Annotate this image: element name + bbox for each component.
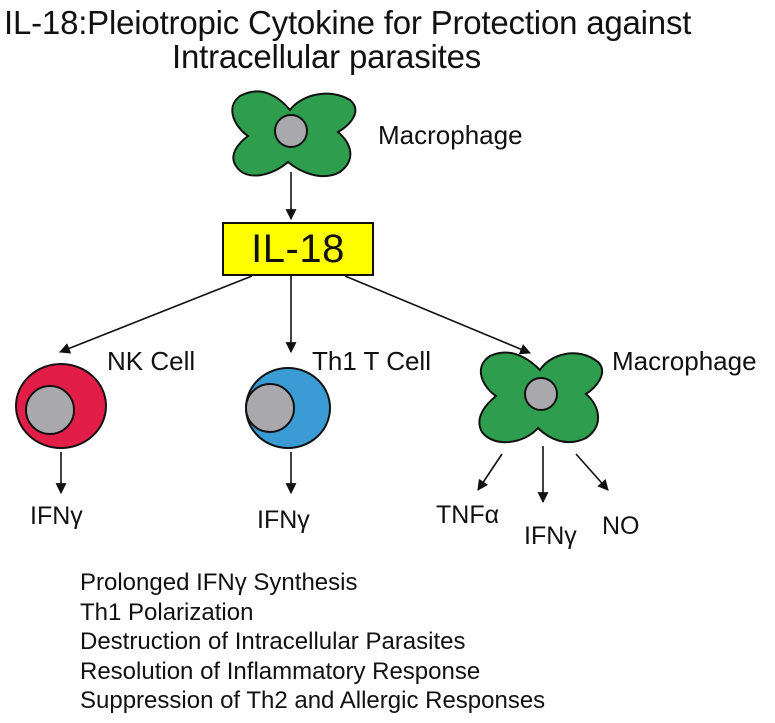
target-macrophage-nucleus (524, 377, 558, 411)
effect-item: Destruction of Intracellular Parasites (80, 628, 466, 655)
nk-cell-label: NK Cell (107, 346, 196, 376)
source-macrophage-label: Macrophage (378, 120, 523, 150)
diagram-title-line1: IL-18:Pleiotropic Cytokine for Protectio… (4, 4, 692, 41)
effect-item: Prolonged IFNγ Synthesis (80, 569, 358, 596)
nk-output-ifng: IFNγ (30, 502, 83, 530)
source-macrophage-cell (231, 90, 357, 178)
macrophage-output-tnfa: TNFα (436, 501, 500, 529)
effect-item: Suppression of Th2 and Allergic Response… (80, 687, 546, 714)
arrow-il18-to-nk (58, 275, 253, 354)
effect-item: Resolution of Inflammatory Response (80, 657, 481, 685)
th1-cell (245, 367, 331, 449)
target-macrophage-label: Macrophage (612, 346, 757, 376)
nk-cell-nucleus (25, 385, 75, 435)
diagram-title-line2: Intracellular parasites (172, 38, 482, 75)
macrophage-output-ifng: IFNγ (524, 522, 577, 550)
arrow-macrophage-to-no (575, 453, 609, 491)
arrow-il18-to-macrophage (344, 275, 532, 355)
arrow-macrophage-to-tnfa (477, 453, 503, 491)
effect-item: Th1 Polarization (80, 598, 254, 626)
th1-output-ifng: IFNγ (257, 506, 310, 534)
il18-label: IL-18 (251, 226, 345, 271)
nk-cell (15, 363, 107, 449)
source-macrophage-nucleus (274, 114, 308, 148)
th1-cell-label: Th1 T Cell (312, 346, 431, 376)
target-macrophage-cell (478, 351, 604, 444)
effects-list: Prolonged IFNγ Synthesis Th1 Polarizatio… (80, 568, 545, 716)
th1-cell-nucleus (245, 383, 295, 433)
il18-box: IL-18 (222, 222, 374, 276)
macrophage-output-no: NO (602, 512, 640, 540)
